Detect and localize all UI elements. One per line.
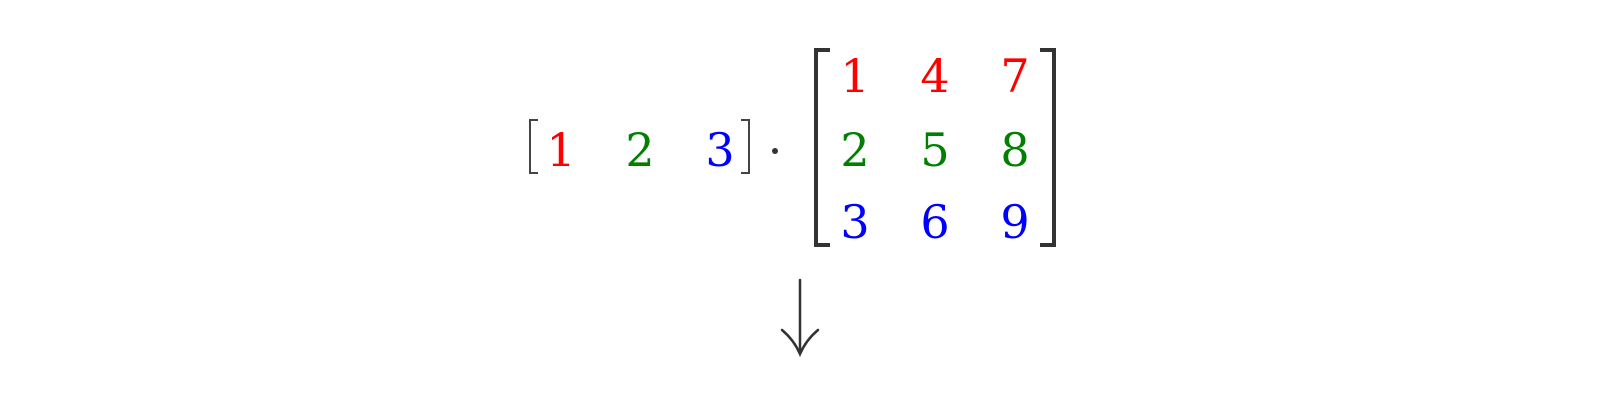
matrix-cell-2-1: 2 <box>840 123 870 177</box>
matrix-cell-1-3: 7 <box>1000 49 1030 103</box>
row-vector-entry-1: 1 <box>546 123 576 177</box>
row-vector-entry-3: 3 <box>705 123 735 177</box>
matrix-cell-3-3: 9 <box>1000 195 1030 249</box>
multiply-dot-icon <box>772 148 778 154</box>
matrix-cell-1-1: 1 <box>840 49 870 103</box>
matrix-right-bracket <box>1040 48 1056 247</box>
matrix-cell-1-2: 4 <box>920 49 950 103</box>
matrix-cell-2-3: 8 <box>1000 123 1030 177</box>
row-vector-left-bracket <box>529 119 538 174</box>
down-arrow-icon <box>780 278 820 358</box>
matrix-cell-3-1: 3 <box>840 195 870 249</box>
matrix-cell-2-2: 5 <box>920 123 950 177</box>
matrix-cell-3-2: 6 <box>920 195 950 249</box>
row-vector-right-bracket <box>741 119 750 174</box>
row-vector-entry-2: 2 <box>625 123 655 177</box>
matrix-left-bracket <box>814 48 830 247</box>
